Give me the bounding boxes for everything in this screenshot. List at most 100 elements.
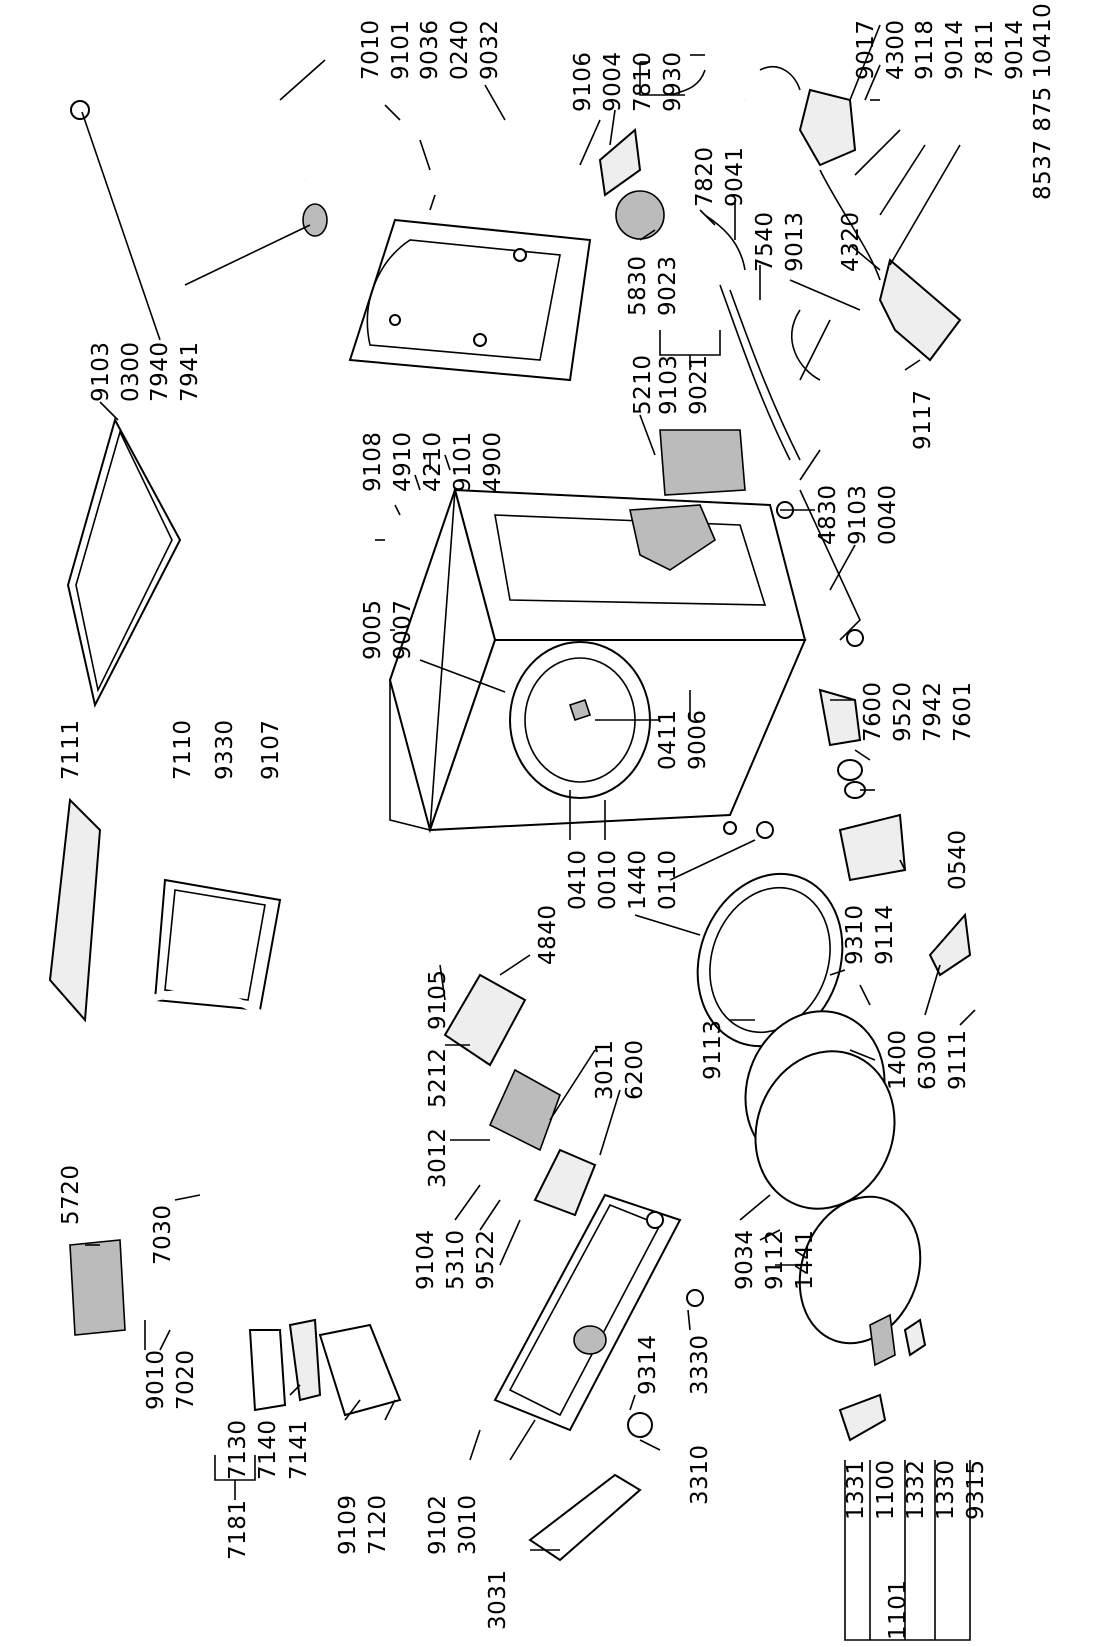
label-7141: 7141: [286, 1419, 312, 1480]
detergent-drawer: [318, 1323, 402, 1417]
label-9023: 9023: [655, 255, 681, 316]
label-1440: 1440: [625, 849, 651, 910]
control-panel-fascia: [493, 1193, 682, 1432]
label-9118: 9118: [912, 19, 938, 80]
label-7111: 7111: [58, 719, 84, 780]
label-7130: 7130: [225, 1419, 251, 1480]
label-9101-b: 9101: [450, 431, 476, 492]
label-9041: 9041: [722, 146, 748, 207]
label-7540: 7540: [752, 211, 778, 272]
label-9522: 9522: [473, 1229, 499, 1290]
label-3012: 3012: [425, 1127, 451, 1188]
label-9004: 9004: [600, 51, 626, 112]
label-5212: 5212: [425, 1047, 451, 1108]
label-0010: 0010: [595, 849, 621, 910]
label-7120: 7120: [365, 1494, 391, 1555]
label-9010: 9010: [143, 1349, 169, 1410]
label-9104: 9104: [413, 1229, 439, 1290]
top-lid: [66, 417, 182, 708]
label-9314: 9314: [635, 1334, 661, 1395]
label-1330: 1330: [933, 1459, 959, 1520]
label-9520: 9520: [890, 681, 916, 742]
label-5210: 5210: [630, 354, 656, 415]
label-3010: 3010: [455, 1494, 481, 1555]
label-7030: 7030: [150, 1204, 176, 1265]
label-3310: 3310: [687, 1444, 713, 1505]
label-9109: 9109: [335, 1494, 361, 1555]
label-9005: 9005: [360, 599, 386, 660]
label-1400: 1400: [885, 1029, 911, 1090]
label-7810: 7810: [630, 51, 656, 112]
label-4320: 4320: [838, 211, 864, 272]
label-7811: 7811: [972, 19, 998, 80]
label-4840: 4840: [535, 904, 561, 965]
label-9006: 9006: [685, 709, 711, 770]
label-6300: 6300: [915, 1029, 941, 1090]
power-module: [659, 429, 746, 496]
label-9107: 9107: [258, 719, 284, 780]
label-9930: 9930: [660, 51, 686, 112]
label-3031: 3031: [485, 1569, 511, 1630]
inlet-valve: [69, 1239, 126, 1336]
label-9014-b: 9014: [1002, 19, 1028, 80]
label-9315: 9315: [963, 1459, 989, 1520]
parts-drawing: [48, 65, 972, 1562]
label-9017: 9017: [853, 19, 879, 80]
label-1101: 1101: [885, 1579, 911, 1640]
control-cover: [528, 1473, 642, 1562]
dispenser-lid: [48, 797, 102, 1023]
label-9112: 9112: [762, 1229, 788, 1290]
valve-hoses: [109, 991, 312, 1341]
label-7820: 7820: [692, 146, 718, 207]
label-0540: 0540: [945, 829, 971, 890]
label-5310: 5310: [443, 1229, 469, 1290]
label-9036: 9036: [417, 19, 443, 80]
label-0411: 0411: [655, 709, 681, 770]
label-9108: 9108: [360, 431, 386, 492]
label-9102: 9102: [425, 1494, 451, 1555]
label-9101: 9101: [388, 19, 414, 80]
label-part-number: 8537 875 10410: [1030, 3, 1056, 200]
label-7941: 7941: [177, 341, 203, 402]
label-9103-b: 9103: [656, 354, 682, 415]
label-4830: 4830: [815, 484, 841, 545]
label-7110: 7110: [170, 719, 196, 780]
label-9105: 9105: [425, 969, 451, 1030]
label-5720: 5720: [58, 1164, 84, 1225]
rear-panel: [348, 218, 592, 382]
label-0240: 0240: [447, 19, 473, 80]
label-7942: 7942: [920, 681, 946, 742]
leader-lines: [81, 24, 976, 1641]
label-1441: 1441: [792, 1229, 818, 1290]
label-3330: 3330: [687, 1334, 713, 1395]
label-4900: 4900: [480, 431, 506, 492]
label-9013: 9013: [782, 211, 808, 272]
main-board: [443, 973, 527, 1067]
label-9111: 9111: [945, 1029, 971, 1090]
label-9117: 9117: [910, 389, 936, 450]
label-7181: 7181: [225, 1499, 251, 1560]
inlet-hose: [69, 70, 306, 181]
door-frame: [798, 1195, 922, 1345]
label-4300: 4300: [883, 19, 909, 80]
label-7140: 7140: [255, 1419, 281, 1480]
label-5830: 5830: [625, 255, 651, 316]
label-9106: 9106: [570, 51, 596, 112]
label-9103-c: 9103: [845, 484, 871, 545]
label-0110: 0110: [655, 849, 681, 910]
label-7010: 7010: [358, 19, 384, 80]
label-9014: 9014: [942, 19, 968, 80]
label-9113: 9113: [700, 1019, 726, 1080]
label-4910: 4910: [390, 431, 416, 492]
label-7600: 7600: [860, 681, 886, 742]
label-3011: 3011: [592, 1039, 618, 1100]
label-9310: 9310: [842, 904, 868, 965]
label-9114: 9114: [872, 904, 898, 965]
label-6200: 6200: [622, 1039, 648, 1100]
door-gasket: [696, 872, 844, 1048]
label-1331: 1331: [843, 1459, 869, 1520]
label-9007: 9007: [390, 599, 416, 660]
label-9103: 9103: [88, 341, 114, 402]
